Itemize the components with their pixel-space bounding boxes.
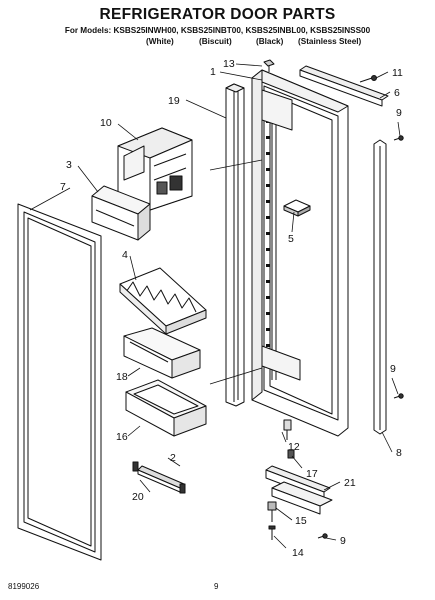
part-11-screw [359,75,377,83]
part-4-egg-bin [119,267,207,335]
callout-2: 2 [170,452,176,464]
callout-9-upper: 9 [396,107,402,119]
part-7-door-gasket [17,203,102,561]
page-title: REFRIGERATOR DOOR PARTS [99,6,336,23]
part-1-door-assembly [251,69,349,437]
part-20-end-caps [132,461,186,494]
callout-9-lower: 9 [390,363,396,375]
part-15-hinge-bolt [267,501,277,522]
part-14-screw [268,525,276,540]
callout-1: 1 [210,66,216,78]
callout-11: 11 [392,67,403,79]
part-6-top-trim [299,65,389,107]
part-9-screw-bottom [317,533,328,539]
callout-17: 17 [306,468,318,480]
part-8-side-trim [373,139,387,435]
callout-7: 7 [60,181,66,193]
variant-white: (White) [146,37,174,46]
part-3-dairy-door [91,185,151,241]
part-18-door-bin [123,327,201,379]
callout-21: 21 [344,477,356,489]
callout-19: 19 [168,95,180,107]
callout-5: 5 [288,233,294,245]
variant-stainless-steel: (Stainless Steel) [298,37,362,46]
part-10-dairy-compartment [117,127,193,211]
callout-14: 14 [292,547,304,559]
part-9-screw-upper [393,135,404,141]
leader-lines [29,63,401,549]
variant-biscuit: (Biscuit) [199,37,232,46]
footer-part-number: 8199026 [8,582,40,591]
callout-20: 20 [132,491,144,503]
part-19-door-trim [225,83,245,407]
callout-9-bottom: 9 [340,535,346,547]
callout-18: 18 [116,371,128,383]
part-13-hinge-cap [263,59,275,72]
callout-12: 12 [288,441,300,453]
models-line: For Models: KSBS25INWH00, KSBS25INBT00, … [64,26,371,35]
part-9-screw-lower [393,393,404,399]
part-12-hinge-pin [283,419,292,440]
callout-6: 6 [394,87,400,99]
callout-labels: 13 1 19 10 3 7 4 5 11 6 9 9 8 18 16 2 20… [60,58,403,559]
part-21-bottom-hinge [265,465,333,515]
callout-10: 10 [100,117,112,129]
callout-4: 4 [122,249,128,261]
callout-16: 16 [116,431,128,443]
color-variants: (White) (Biscuit) (Black) (Stainless Ste… [0,37,435,49]
footer-page-number: 9 [214,582,219,591]
callout-8: 8 [396,447,402,459]
callout-13: 13 [223,58,235,70]
variant-black: (Black) [256,37,284,46]
part-17-bushing [287,449,295,459]
part-16-door-bin [125,379,207,437]
callout-3: 3 [66,159,72,171]
part-5-retainer [283,199,311,217]
part-2-bin-support [137,465,185,493]
callout-15: 15 [295,515,307,527]
